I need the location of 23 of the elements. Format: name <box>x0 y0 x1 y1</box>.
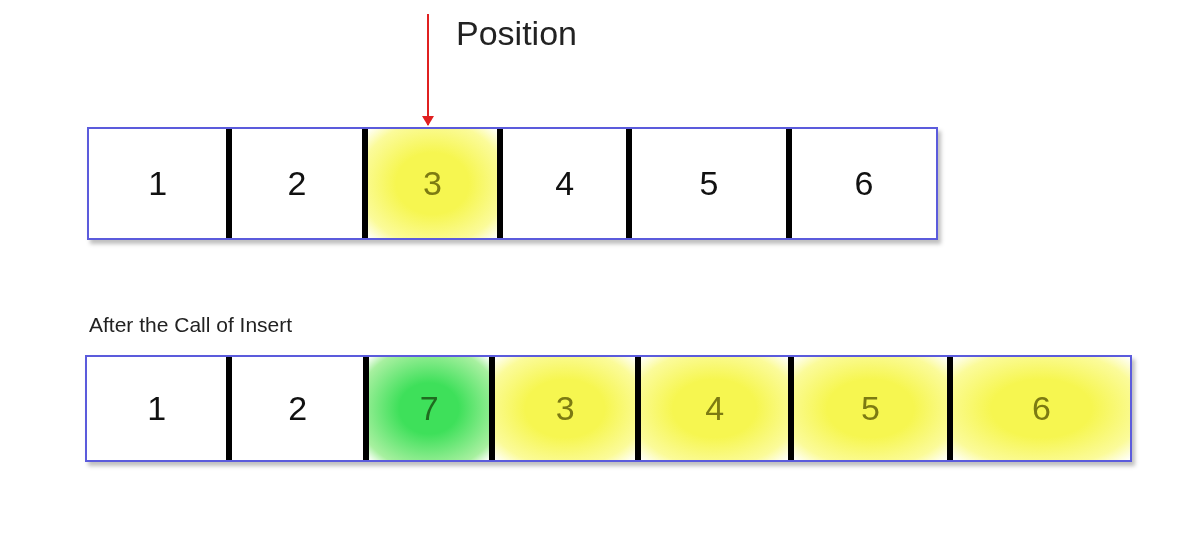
cell-value: 7 <box>419 389 439 428</box>
array-cell <box>946 357 1130 460</box>
arrow <box>422 13 434 126</box>
cell-value: 6 <box>854 164 874 203</box>
array-frame <box>87 127 938 240</box>
cell-value: 1 <box>147 389 167 428</box>
array-cell <box>362 357 490 460</box>
array-cell <box>361 129 498 238</box>
position-label: Position <box>456 14 577 53</box>
cell-value: 3 <box>422 164 442 203</box>
cell-value: 5 <box>699 164 719 203</box>
cell-value: 6 <box>1031 389 1051 428</box>
cell-value: 4 <box>705 389 725 428</box>
cell-value: 2 <box>287 164 307 203</box>
array-caption: After the Call of Insert <box>89 313 293 337</box>
array-cell <box>489 357 635 460</box>
array-cell <box>634 357 789 460</box>
cell-value: 4 <box>555 164 575 203</box>
cell-value: 5 <box>861 389 880 428</box>
cell-value: 2 <box>288 389 308 428</box>
array-cell <box>788 357 947 460</box>
cell-value: 1 <box>148 164 168 203</box>
cell-value: 3 <box>555 389 575 428</box>
